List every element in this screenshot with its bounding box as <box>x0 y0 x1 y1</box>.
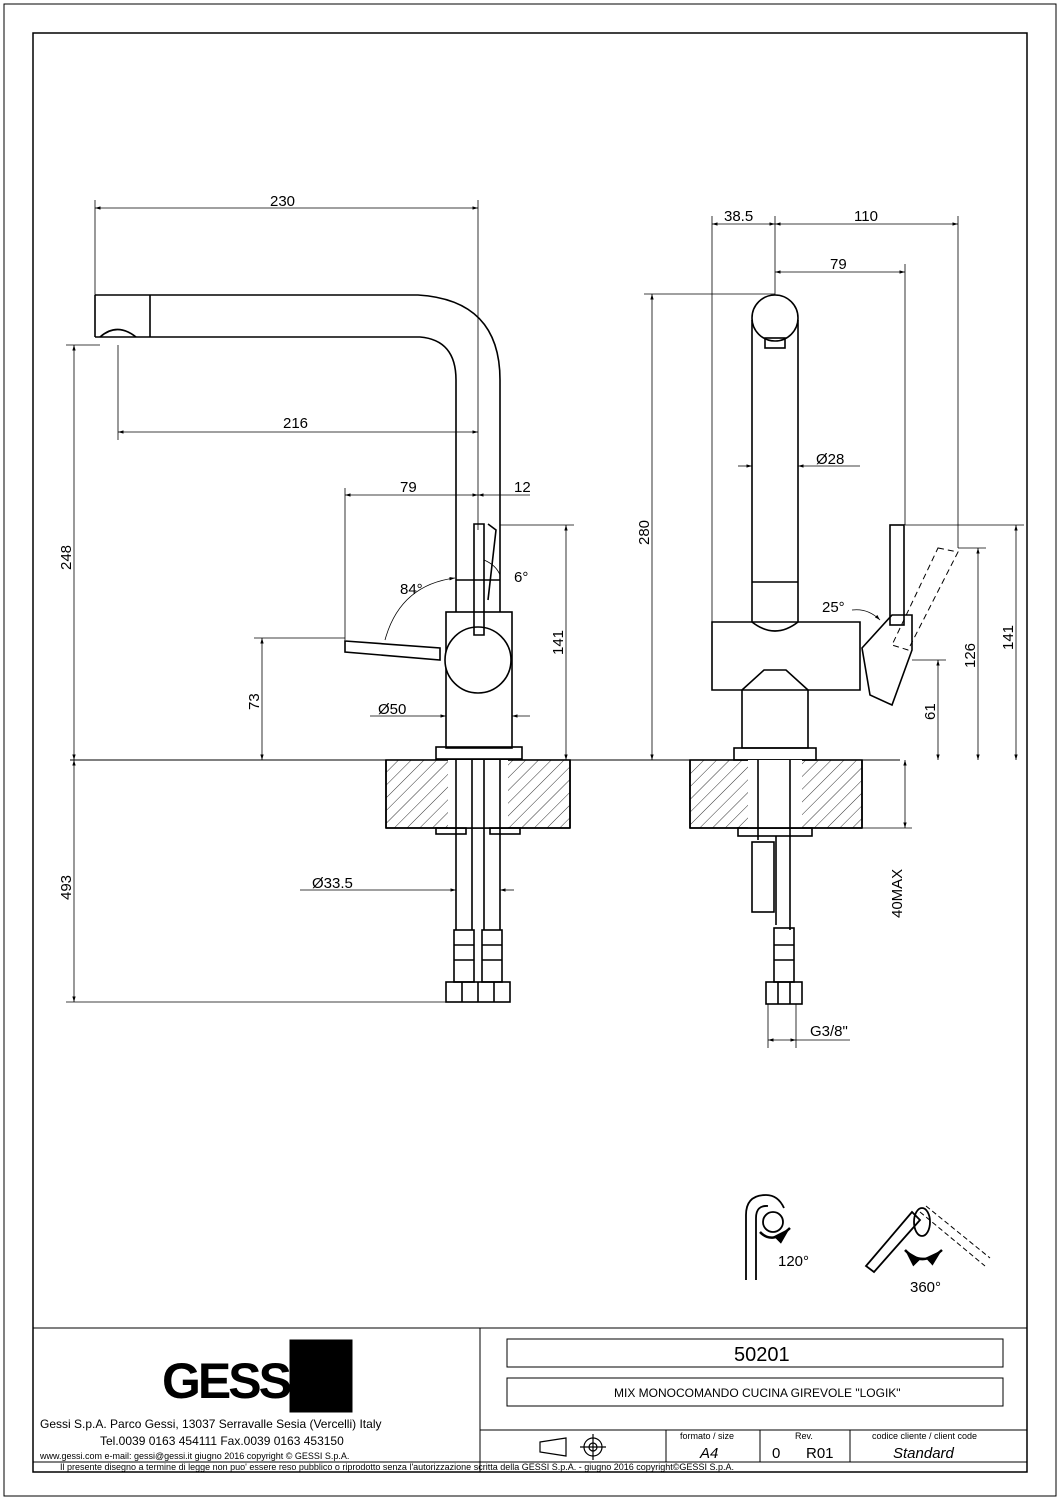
company-phone: Tel.0039 0163 454111 Fax.0039 0163 45315… <box>100 1434 344 1448</box>
dim-front-body-diameter: Ø50 <box>378 701 406 718</box>
dim-side-deck-thickness: 40MAX <box>889 869 906 918</box>
outer-border <box>3 3 1057 1497</box>
product-description: MIX MONOCOMANDO CUCINA GIREVOLE "LOGIK" <box>614 1386 901 1400</box>
dim-front-spout-reach: 216 <box>283 415 308 432</box>
gessi-logo: GESSI <box>162 1353 300 1409</box>
dim-front-handle-height: 73 <box>246 693 263 710</box>
dim-side-total-height: 280 <box>636 520 653 545</box>
company-web: www.gessi.com e-mail: gessi@gessi.it giu… <box>39 1451 349 1461</box>
front-view <box>70 294 900 1003</box>
side-spout <box>751 320 799 622</box>
lever-rotation-icon <box>864 1205 991 1274</box>
dim-side-lever-max-height: 141 <box>1000 625 1017 650</box>
front-body <box>445 611 513 749</box>
side-dimensions <box>644 216 1024 1048</box>
side-view <box>689 294 959 1005</box>
dim-side-spout-offset: 38.5 <box>724 208 753 225</box>
dim-front-lever-offset: 12 <box>514 479 531 496</box>
title-block <box>33 1327 1027 1472</box>
front-spout <box>95 294 501 612</box>
front-dimensions <box>66 200 574 1003</box>
dim-front-lever-angle: 84° <box>400 581 423 598</box>
side-body <box>711 621 861 691</box>
dim-side-depth: 110 <box>854 208 878 225</box>
dim-front-spout-width: 230 <box>270 193 295 210</box>
rev-label: Rev. <box>795 1431 813 1441</box>
dim-side-lever-reach: 79 <box>830 256 847 273</box>
product-code: 50201 <box>734 1344 790 1366</box>
format-label: formato / size <box>680 1431 734 1441</box>
lever-rotation-label: 360° <box>910 1279 941 1296</box>
dim-side-thread: G3/8" <box>810 1023 848 1040</box>
spout-rotation-label: 120° <box>778 1253 809 1270</box>
dim-front-lever-height: 141 <box>550 630 567 655</box>
format-value: A4 <box>699 1445 718 1462</box>
dim-front-lever-reach: 79 <box>400 479 417 496</box>
rev-code: R01 <box>806 1445 834 1462</box>
dim-front-hose-diameter: Ø33.5 <box>312 875 353 892</box>
dim-front-lever-tilt: 6° <box>514 569 528 586</box>
client-code-label: codice cliente / client code <box>872 1431 977 1441</box>
rev-value: 0 <box>772 1445 780 1462</box>
front-lever <box>473 523 497 636</box>
client-code-value: Standard <box>893 1445 955 1462</box>
side-lever <box>861 614 913 707</box>
dim-front-height: 248 <box>58 545 75 570</box>
dim-front-hose-length: 493 <box>58 875 75 900</box>
company-address: Gessi S.p.A. Parco Gessi, 13037 Serraval… <box>40 1417 381 1431</box>
legal-footer: Il presente disegno a termine di legge n… <box>60 1462 734 1472</box>
dim-side-lever-angle: 25° <box>822 599 845 616</box>
dim-side-base-height: 61 <box>922 703 939 720</box>
projection-symbol-icon <box>539 1434 606 1460</box>
dim-side-spout-diameter: Ø28 <box>816 451 844 468</box>
inner-border <box>32 32 1028 1473</box>
dim-side-lever-height: 126 <box>962 643 979 668</box>
spout-rotation-icon <box>745 1194 791 1280</box>
